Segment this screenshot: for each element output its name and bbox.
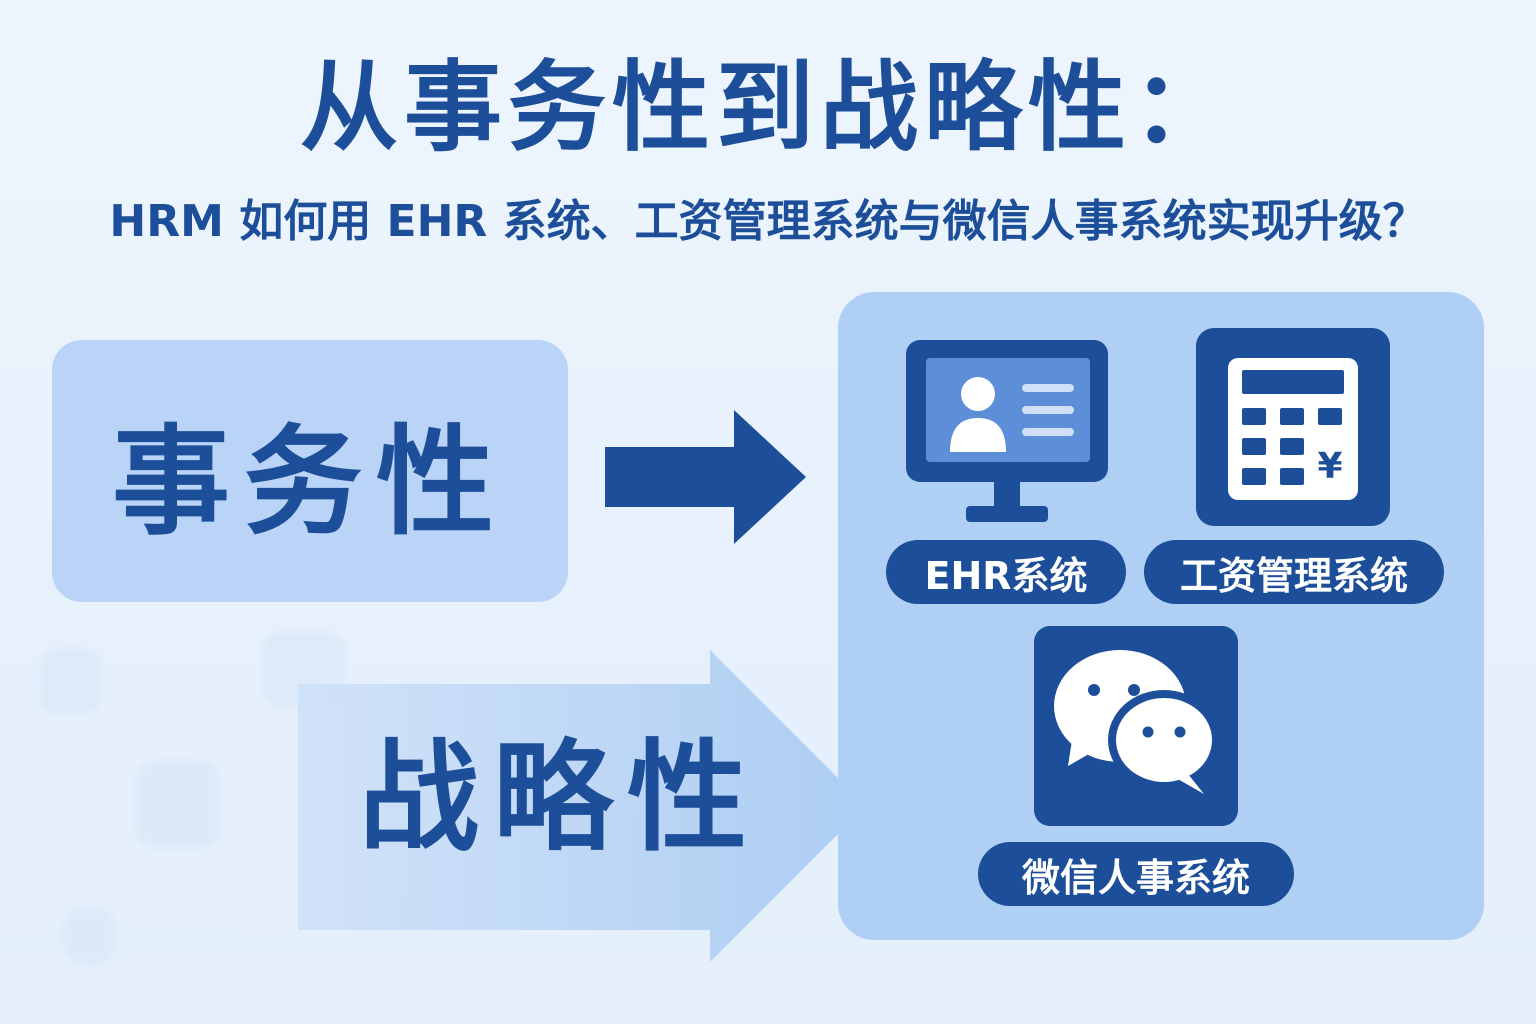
strategic-label: 战略性: [359, 729, 761, 868]
decor-square: [40, 648, 102, 714]
calculator-yen-icon: ¥: [1196, 328, 1390, 526]
page-title: 从事务性到战略性：: [299, 51, 1236, 165]
ehr-system-label: EHR系统: [924, 553, 1088, 598]
transactional-card: 事务性: [52, 340, 568, 602]
decor-square: [62, 906, 118, 966]
wechat-hr-system-label: 微信人事系统: [1021, 855, 1250, 900]
wechat-icon: [1034, 626, 1238, 826]
ehr-system-badge: EHR系统: [886, 540, 1126, 604]
transactional-label: 事务性: [111, 412, 508, 551]
payroll-system-label: 工资管理系统: [1179, 553, 1408, 598]
strategic-arrow-shape: [298, 650, 866, 962]
right-arrow-icon: [605, 410, 806, 544]
wechat-hr-system-badge: 微信人事系统: [978, 842, 1294, 906]
monitor-profile-icon: [906, 340, 1108, 522]
payroll-system-badge: 工资管理系统: [1144, 540, 1444, 604]
page-subtitle: HRM 如何用 EHR 系统、工资管理系统与微信人事系统实现升级？: [109, 196, 1427, 247]
decor-square: [136, 760, 220, 848]
yen-symbol: ¥: [1317, 446, 1342, 487]
